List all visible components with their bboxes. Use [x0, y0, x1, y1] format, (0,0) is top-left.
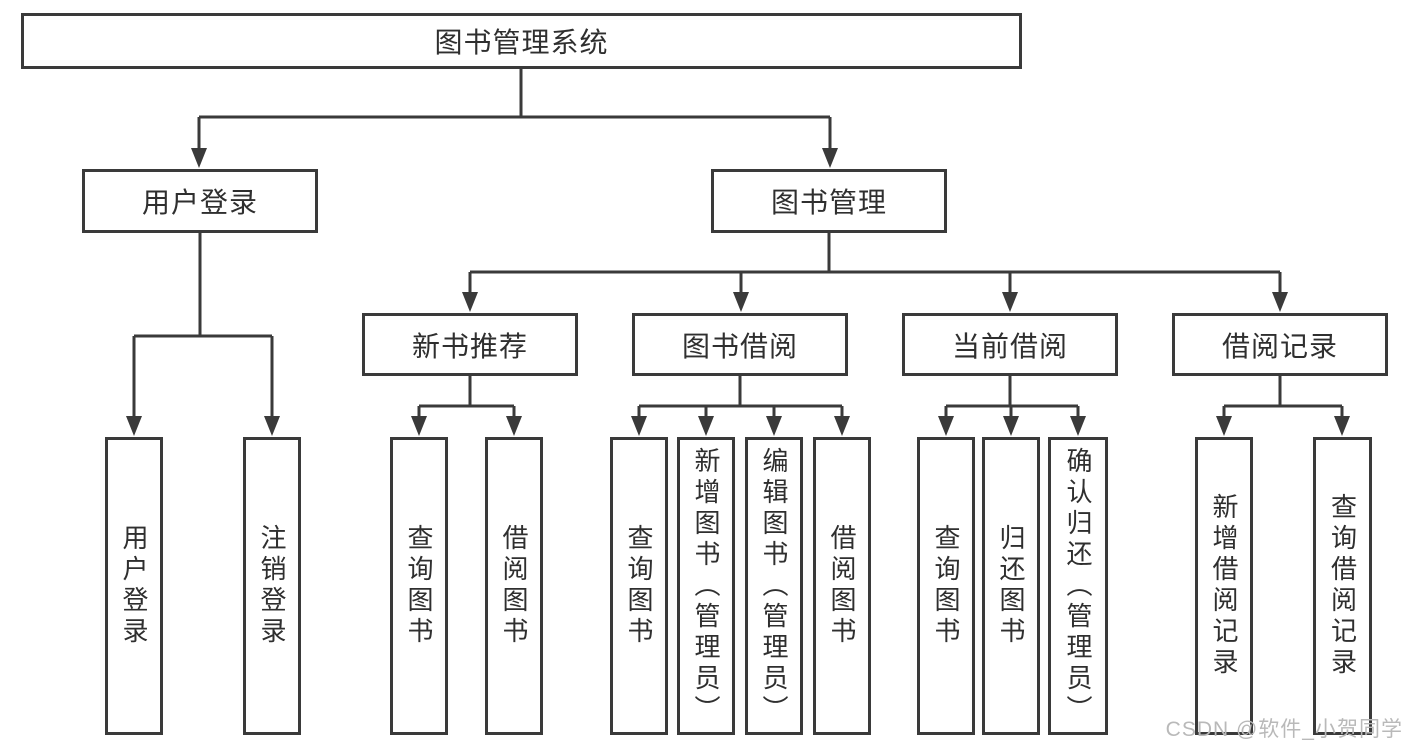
leaf-query-books-2: 查询图书	[610, 437, 668, 735]
leaf-query-books-3-label: 查询图书	[931, 524, 961, 648]
node-book-management-label: 图书管理	[770, 187, 887, 218]
node-new-book-recommend: 新书推荐	[362, 313, 578, 376]
connector-borrow-records-children	[1216, 376, 1350, 436]
leaf-return-book: 归还图书	[982, 437, 1040, 735]
leaf-query-books-1: 查询图书	[390, 437, 448, 735]
leaf-borrow-books-1: 借阅图书	[485, 437, 543, 735]
node-current-borrow: 当前借阅	[902, 313, 1118, 376]
leaf-user-login: 用户登录	[105, 437, 163, 735]
node-root: 图书管理系统	[21, 13, 1022, 69]
connector-new-book-recommend-children	[411, 376, 522, 436]
connector-root-to-level2	[191, 68, 838, 168]
node-new-book-recommend-label: 新书推荐	[411, 330, 528, 362]
node-borrow-records-label: 借阅记录	[1221, 330, 1338, 362]
leaf-query-borrow-record: 查询借阅记录	[1313, 437, 1372, 735]
node-book-borrow-label: 图书借阅	[681, 330, 798, 362]
node-root-label: 图书管理系统	[434, 27, 609, 58]
connector-book-borrow-children	[631, 376, 850, 436]
node-user-login: 用户登录	[82, 169, 318, 233]
leaf-query-books-1-label: 查询图书	[404, 524, 434, 648]
leaf-logout: 注销登录	[243, 437, 301, 735]
leaf-add-book-admin: 新增图书（管理员）	[677, 437, 735, 735]
csdn-watermark: CSDN @软件_小贺同学	[1165, 718, 1403, 741]
connector-book-management-children	[462, 232, 1288, 312]
leaf-add-book-admin-label: 新增图书（管理员）	[691, 446, 721, 726]
leaf-borrow-books-2: 借阅图书	[813, 437, 871, 735]
node-current-borrow-label: 当前借阅	[951, 330, 1068, 362]
connector-user-login-children	[126, 232, 280, 436]
leaf-add-borrow-record-label: 新增借阅记录	[1209, 493, 1239, 679]
leaf-user-login-label: 用户登录	[119, 524, 149, 648]
leaf-borrow-books-1-label: 借阅图书	[499, 524, 529, 648]
node-user-login-label: 用户登录	[141, 187, 258, 218]
node-borrow-records: 借阅记录	[1172, 313, 1388, 376]
leaf-borrow-books-2-label: 借阅图书	[827, 524, 857, 648]
leaf-logout-label: 注销登录	[257, 524, 287, 648]
leaf-query-borrow-record-label: 查询借阅记录	[1327, 493, 1358, 679]
node-book-management: 图书管理	[711, 169, 947, 233]
leaf-confirm-return-admin-label: 确认归还（管理员）	[1063, 446, 1093, 726]
node-book-borrow: 图书借阅	[632, 313, 848, 376]
leaf-query-books-2-label: 查询图书	[624, 524, 654, 648]
leaf-edit-book-admin-label: 编辑图书（管理员）	[759, 446, 789, 726]
connector-current-borrow-children	[938, 376, 1086, 436]
leaf-query-books-3: 查询图书	[917, 437, 975, 735]
leaf-edit-book-admin: 编辑图书（管理员）	[745, 437, 803, 735]
leaf-add-borrow-record: 新增借阅记录	[1195, 437, 1253, 735]
leaf-return-book-label: 归还图书	[996, 524, 1026, 648]
leaf-confirm-return-admin: 确认归还（管理员）	[1048, 437, 1108, 735]
